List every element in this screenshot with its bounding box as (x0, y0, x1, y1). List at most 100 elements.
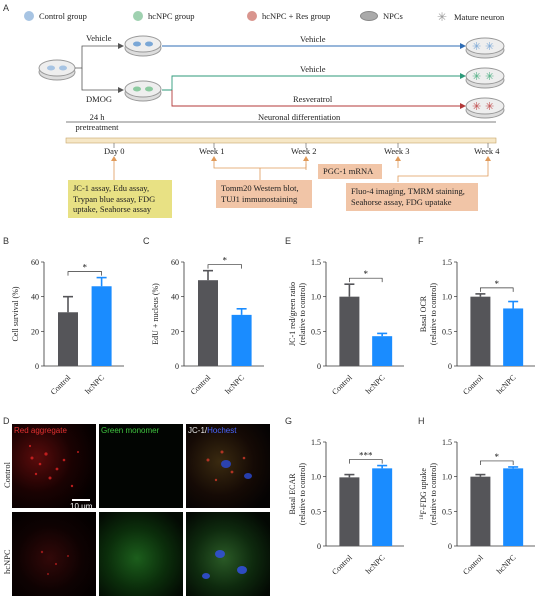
assay-box-week4: Fluo-4 imaging, TMRM staining, Seahorse … (346, 183, 478, 211)
panel-label-a: A (3, 3, 10, 13)
legend-hcnpc-res: hcNPC + Res group (247, 11, 330, 21)
significance-bracket (67, 271, 102, 276)
micro-label-merge: JC-1/Hochest (188, 426, 237, 435)
y-tick-label: 20 (31, 327, 39, 336)
x-tick-label: hcNPC (223, 373, 246, 396)
significance-label: * (223, 256, 228, 266)
micro-control-green (99, 424, 183, 508)
significance-bracket (480, 287, 514, 292)
x-tick-label: hcNPC (83, 373, 106, 396)
label-vehicle-mid: Vehicle (300, 64, 326, 74)
y-tick-label: 1.0 (311, 293, 321, 302)
timepoint-week1: Week 1 (199, 146, 225, 156)
micro-hcnpc-green (99, 512, 183, 596)
y-tick-label: 1.5 (442, 258, 452, 267)
y-tick-label: 0.5 (442, 507, 452, 516)
npc-dish-icon (360, 11, 378, 21)
neuron-icon: ✳ (437, 10, 448, 24)
y-tick-label: 0 (448, 362, 452, 371)
panel-label-b: B (3, 236, 10, 246)
label-rest: F-FDG uptake (419, 468, 428, 515)
merge-dots (206, 450, 252, 482)
label-resveratrol: Resveratrol (293, 94, 333, 104)
panel-label-c: C (143, 236, 150, 246)
scale-bar (72, 499, 90, 501)
label-pretreatment: 24 h pretreatment (75, 112, 119, 132)
y-tick-label: 60 (31, 258, 39, 267)
x-tick-label: hcNPC (364, 373, 387, 396)
svg-text:✳: ✳ (485, 71, 494, 83)
y-axis-label: JC-1 red/green ratio(relative to control… (288, 282, 307, 346)
chart-jc1: 00.51.01.5JC-1 red/green ratio(relative … (288, 258, 404, 397)
panel-label-d: D (3, 416, 10, 426)
bar-control (470, 476, 491, 546)
timepoint-week3: Week 3 (384, 146, 410, 156)
significance-label: * (364, 269, 369, 279)
x-tick-label: hcNPC (495, 373, 518, 396)
mature-dish-hcnpc-icon: ✳✳ (465, 67, 505, 89)
control-dot-icon (24, 11, 34, 21)
significance-label: * (83, 263, 88, 273)
y-axis-label-line: 18F-FDG uptake (419, 468, 428, 520)
micro-control-red (12, 424, 96, 508)
label-differentiation: Neuronal differentiation (258, 112, 341, 122)
y-tick-label: 0 (448, 542, 452, 551)
svg-text:✳: ✳ (472, 71, 481, 83)
y-axis-label-line: (relative to control) (298, 463, 307, 526)
timepoint-week4: Week 4 (474, 146, 500, 156)
bar-control (339, 477, 360, 546)
mature-dish-control-icon: ✳✳ (465, 37, 505, 59)
superscript: 18 (419, 514, 425, 520)
merge-dots-hcnpc (202, 550, 247, 579)
row-label-hcnpc: hcNPC (2, 549, 12, 574)
hcnpc-dot-icon (133, 11, 143, 21)
row-label-control: Control (2, 462, 12, 488)
y-axis-label-line: Cell survival (%) (11, 286, 20, 341)
bar-control (198, 280, 218, 366)
y-tick-label: 0.5 (442, 327, 452, 336)
x-tick-label: hcNPC (364, 553, 387, 576)
timepoint-week2: Week 2 (291, 146, 317, 156)
x-tick-label: Control (330, 373, 354, 397)
significance-bracket (207, 264, 242, 269)
x-tick-label: hcNPC (495, 553, 518, 576)
schematic-diagram: ✳✳ ✳✳ ✳✳ (38, 35, 505, 182)
x-tick-label: Control (461, 373, 485, 397)
significance-label: * (495, 452, 500, 462)
y-axis-label: EdU + nucleus (%) (151, 283, 160, 345)
svg-text:✳: ✳ (472, 101, 481, 113)
y-tick-label: 0 (317, 542, 321, 551)
x-tick-label: Control (330, 553, 354, 577)
x-tick-label: Control (49, 373, 73, 397)
svg-text:✳: ✳ (485, 101, 494, 113)
vehicle-dish-icon (124, 35, 162, 57)
svg-text:✳: ✳ (485, 41, 494, 53)
x-tick-label: Control (189, 373, 213, 397)
micro-label-red: Red aggregate (14, 426, 67, 435)
micro-hcnpc-merge (186, 512, 270, 596)
panel-label-g: G (285, 416, 293, 426)
y-tick-label: 1.5 (311, 258, 321, 267)
legend-hcnpc: hcNPC group (133, 11, 195, 21)
y-tick-label: 0.5 (311, 507, 321, 516)
y-tick-label: 0 (175, 362, 179, 371)
bar-hcnpc (372, 468, 393, 546)
y-tick-label: 40 (171, 293, 179, 302)
timepoint-day0: Day 0 (104, 146, 125, 156)
y-tick-label: 0 (317, 362, 321, 371)
legend-control: Control group (24, 11, 87, 21)
label-dmog: DMOG (86, 94, 112, 104)
bar-control (58, 312, 78, 366)
micro-label-green: Green monomer (101, 426, 160, 435)
scale-label: 10 μm (70, 502, 93, 511)
red-aggregate-dots (28, 444, 79, 488)
y-axis-label-line: Basal ECAR (288, 473, 297, 515)
dmog-dish-icon (124, 80, 162, 102)
y-tick-label: 60 (171, 258, 179, 267)
bar-hcnpc (372, 336, 393, 366)
y-tick-label: 20 (171, 327, 179, 336)
y-tick-label: 1.5 (442, 438, 452, 447)
